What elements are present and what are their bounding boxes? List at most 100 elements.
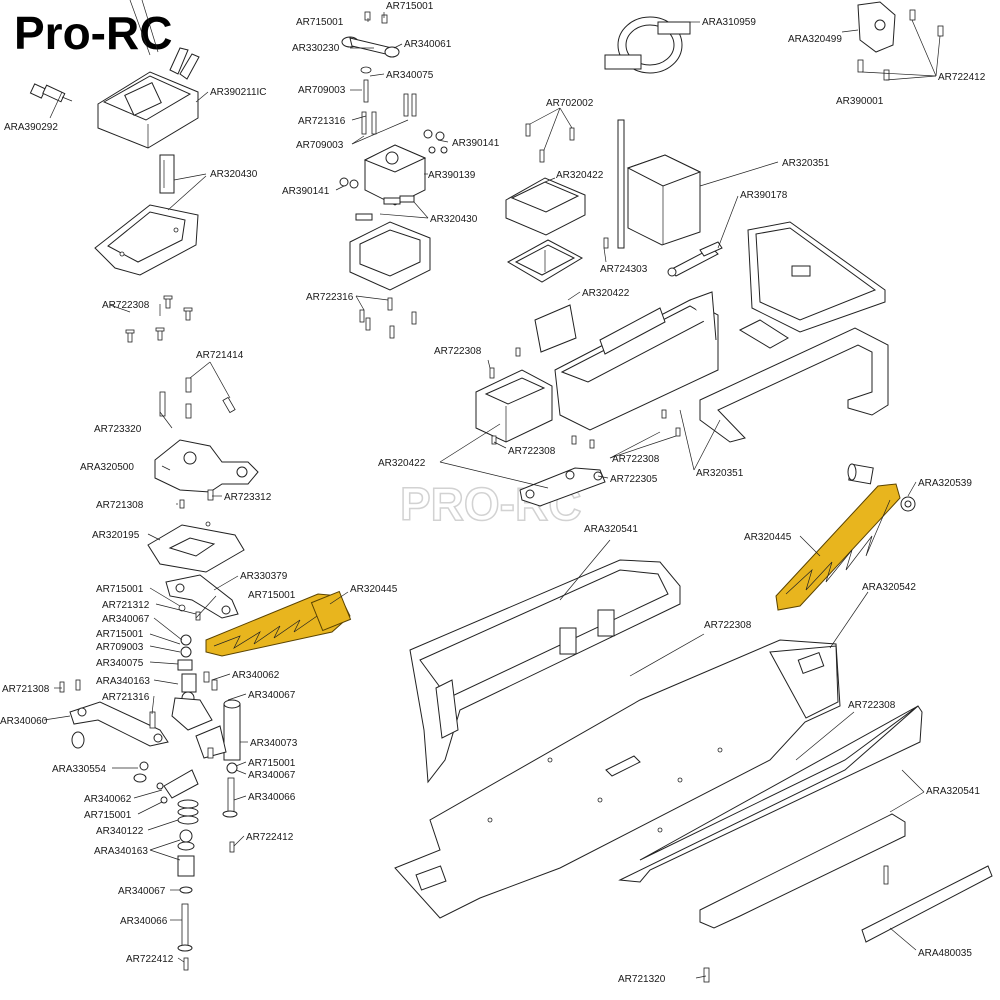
label-AR722308-c: AR722308 <box>508 446 556 457</box>
label-ARA330554: ARA330554 <box>52 764 106 775</box>
antenna-mount-part <box>515 304 577 357</box>
label-AR722308-e: AR722308 <box>704 620 752 631</box>
label-AR340075-b: AR340075 <box>96 658 144 669</box>
label-AR722308-f: AR722308 <box>848 700 896 711</box>
tray-screws <box>489 367 681 449</box>
label-AR724303: AR724303 <box>600 264 648 275</box>
battery-hold-part <box>699 319 889 443</box>
label-AR721316-b: AR721316 <box>102 692 150 703</box>
connector-part <box>29 83 73 103</box>
part-labels: ARA390292 AR390211IC AR320430 AR722308 A… <box>0 1 986 985</box>
label-ARA320499: ARA320499 <box>788 34 842 45</box>
label-AR320422-b: AR320422 <box>582 288 630 299</box>
label-AR320351-a: AR320351 <box>782 158 830 169</box>
label-AR722316: AR722316 <box>306 292 354 303</box>
label-AR320445-a: AR320445 <box>350 584 398 595</box>
label-AR340066-a: AR340066 <box>248 792 296 803</box>
steering-arm-part <box>165 574 239 619</box>
servo-mount-part <box>349 195 431 291</box>
battery-box-part <box>626 154 702 246</box>
label-AR340060: AR340060 <box>0 716 48 727</box>
label-AR390139: AR390139 <box>428 170 476 181</box>
label-AR340075-a: AR340075 <box>386 70 434 81</box>
label-AR320430-b: AR320430 <box>430 214 478 225</box>
label-AR320430-a: AR320430 <box>210 169 258 180</box>
label-AR320422-c: AR320422 <box>378 458 426 469</box>
radio-box-part <box>475 369 553 443</box>
label-AR721414: AR721414 <box>196 350 244 361</box>
label-ARA320541-a: ARA320541 <box>584 524 638 535</box>
label-AR709003-c: AR709003 <box>96 642 144 653</box>
label-AR721312: AR721312 <box>102 600 150 611</box>
highlighted-brace-left <box>205 590 352 657</box>
label-AR722412-a: AR722412 <box>938 72 986 83</box>
label-AR330379: AR330379 <box>240 571 288 582</box>
side-guard-lower-part <box>699 813 906 929</box>
servo-screw-column <box>360 66 417 135</box>
label-AR340067-a: AR340067 <box>102 614 150 625</box>
label-AR709003-b: AR709003 <box>296 140 344 151</box>
label-AR722412-b: AR722412 <box>246 832 294 843</box>
side-guard-right-part <box>618 705 923 883</box>
brand-logo-text: Pro-RC <box>14 7 173 59</box>
receiver-box-lid <box>505 177 586 236</box>
chassis-bottom-screw <box>703 967 710 983</box>
spur-gear-part <box>604 16 691 74</box>
label-AR320422-a: AR320422 <box>556 170 604 181</box>
label-AR715001-d: AR715001 <box>248 590 296 601</box>
label-AR722308-a: AR722308 <box>102 300 150 311</box>
label-AR721308-a: AR721308 <box>96 500 144 511</box>
side-guard-left-part <box>409 559 681 784</box>
steering-rack-part <box>59 679 169 749</box>
screw-group-a <box>125 295 193 343</box>
label-ARA340163-b: ARA340163 <box>94 846 148 857</box>
label-AR340067-c: AR340067 <box>248 770 296 781</box>
label-AR702002: AR702002 <box>546 98 594 109</box>
label-AR721308-b: AR721308 <box>2 684 50 695</box>
servo-horn-part <box>341 11 400 58</box>
battery-strap-part <box>747 221 886 333</box>
label-AR340067-b: AR340067 <box>248 690 296 701</box>
label-AR340073: AR340073 <box>250 738 298 749</box>
steering-link-part <box>519 467 606 507</box>
label-ARA320541-b: ARA320541 <box>926 786 980 797</box>
label-AR715001-g: AR715001 <box>84 810 132 821</box>
label-AR320351-b: AR320351 <box>696 468 744 479</box>
label-AR390211IC: AR390211IC <box>210 87 267 98</box>
bushing-parts-right <box>847 463 916 512</box>
highlighted-brace-right <box>775 483 901 611</box>
tape-strip-part <box>861 865 993 943</box>
label-AR715001-b: AR715001 <box>386 1 434 12</box>
label-AR715001-e: AR715001 <box>96 629 144 640</box>
label-AR722412-c: AR722412 <box>126 954 174 965</box>
bracket-part-top-right <box>857 1 944 81</box>
antenna-tube <box>603 119 625 249</box>
chassis-plate-part <box>394 639 841 919</box>
label-AR722308-d: AR722308 <box>612 454 660 465</box>
label-AR340062-a: AR340062 <box>232 670 280 681</box>
label-AR723312: AR723312 <box>224 492 272 503</box>
label-ARA320542: ARA320542 <box>862 582 916 593</box>
esc-unit-part <box>97 0 200 149</box>
label-AR320445-b: AR320445 <box>744 532 792 543</box>
esc-plate-part <box>94 204 199 276</box>
label-AR715001-f: AR715001 <box>248 758 296 769</box>
label-ARA310959: ARA310959 <box>702 17 756 28</box>
label-AR340061: AR340061 <box>404 39 452 50</box>
leader-lines <box>43 12 941 979</box>
screw-group-721414 <box>159 377 236 419</box>
servo-saver-parts <box>177 799 235 971</box>
label-AR722305: AR722305 <box>610 474 658 485</box>
label-AR340066-b: AR340066 <box>120 916 168 927</box>
label-AR390001: AR390001 <box>836 96 884 107</box>
label-AR721316-a: AR721316 <box>298 116 346 127</box>
label-AR340122: AR340122 <box>96 826 144 837</box>
steering-plate-part <box>147 521 245 573</box>
label-AR721320: AR721320 <box>618 974 666 985</box>
receiver-gasket <box>506 239 584 283</box>
label-ARA480035: ARA480035 <box>918 948 972 959</box>
label-AR390178: AR390178 <box>740 190 788 201</box>
label-AR723320: AR723320 <box>94 424 142 435</box>
